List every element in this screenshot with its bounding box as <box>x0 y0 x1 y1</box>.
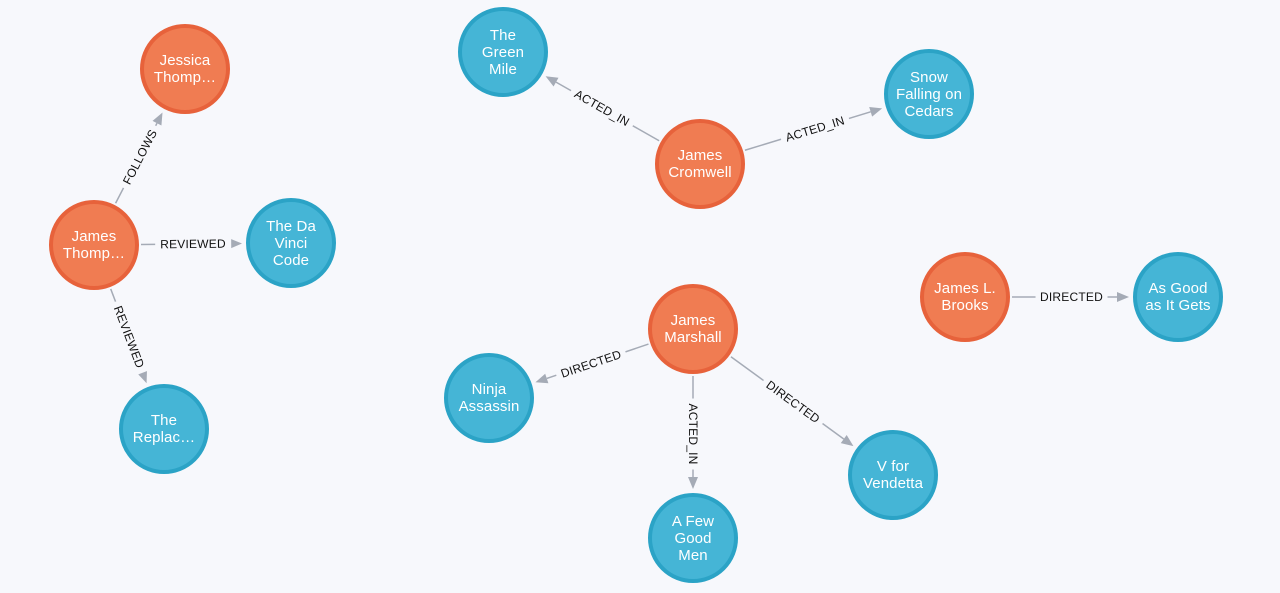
node-the-green-mile[interactable]: The Green Mile <box>458 7 548 97</box>
node-james-cromwell[interactable]: James Cromwell <box>655 119 745 209</box>
relationship-arrowhead-icon[interactable] <box>229 238 243 249</box>
relationship-label-follows-0[interactable]: FOLLOWS <box>117 122 162 192</box>
node-label: The Da Vinci Code <box>266 217 316 269</box>
node-label: Snow Falling on Cedars <box>895 68 963 120</box>
relationship-label-directed-6[interactable]: DIRECTED <box>554 345 628 382</box>
node-v-for-vendetta[interactable]: V for Vendetta <box>848 430 938 520</box>
node-label: The Green Mile <box>481 26 525 78</box>
node-the-da-vinci-code[interactable]: The Da Vinci Code <box>246 198 336 288</box>
relationship-arrowhead-icon[interactable] <box>1117 292 1129 302</box>
relationship-arrowhead-icon[interactable] <box>137 370 147 384</box>
node-james-marshall[interactable]: James Marshall <box>648 284 738 374</box>
node-label: James L. Brooks <box>934 280 996 314</box>
node-label: V for Vendetta <box>862 458 924 492</box>
relationship-arrowhead-icon[interactable] <box>840 434 854 447</box>
relationship-arrowhead-icon[interactable] <box>869 107 883 117</box>
node-snow-falling-on-cedars[interactable]: Snow Falling on Cedars <box>884 49 974 139</box>
relationship-label-reviewed-1[interactable]: REVIEWED <box>154 236 231 252</box>
node-as-good-as-it-gets[interactable]: As Good as It Gets <box>1133 252 1223 342</box>
node-label: Ninja Assassin <box>458 381 520 415</box>
relationship-label-directed-5[interactable]: DIRECTED <box>1035 290 1108 304</box>
relationship-arrowhead-icon[interactable] <box>152 112 163 126</box>
relationship-arrowhead-icon[interactable] <box>688 477 698 489</box>
relationship-label-directed-8[interactable]: DIRECTED <box>759 374 827 430</box>
node-label: James Marshall <box>664 312 722 346</box>
relationship-label-acted_in-3[interactable]: ACTED_IN <box>567 84 636 132</box>
node-jessica-thompson[interactable]: Jessica Thomp… <box>140 24 230 114</box>
relationship-arrowhead-icon[interactable] <box>535 373 549 384</box>
node-label: A Few Good Men <box>671 512 715 564</box>
node-the-replacements[interactable]: The Replac… <box>119 384 209 474</box>
node-label: The Replac… <box>132 412 196 446</box>
node-ninja-assassin[interactable]: Ninja Assassin <box>444 353 534 443</box>
relationship-label-reviewed-2[interactable]: REVIEWED <box>109 299 149 375</box>
node-james-l-brooks[interactable]: James L. Brooks <box>920 252 1010 342</box>
relationship-arrowhead-icon[interactable] <box>545 76 559 87</box>
relationship-label-acted_in-4[interactable]: ACTED_IN <box>778 111 851 147</box>
node-label: As Good as It Gets <box>1145 280 1211 314</box>
node-james-thompson[interactable]: James Thomp… <box>49 200 139 290</box>
node-label: James Thomp… <box>62 228 126 262</box>
node-a-few-good-men[interactable]: A Few Good Men <box>648 493 738 583</box>
node-label: Jessica Thomp… <box>153 52 217 86</box>
relationship-label-acted_in-7[interactable]: ACTED_IN <box>686 398 700 469</box>
node-label: James Cromwell <box>668 147 732 181</box>
